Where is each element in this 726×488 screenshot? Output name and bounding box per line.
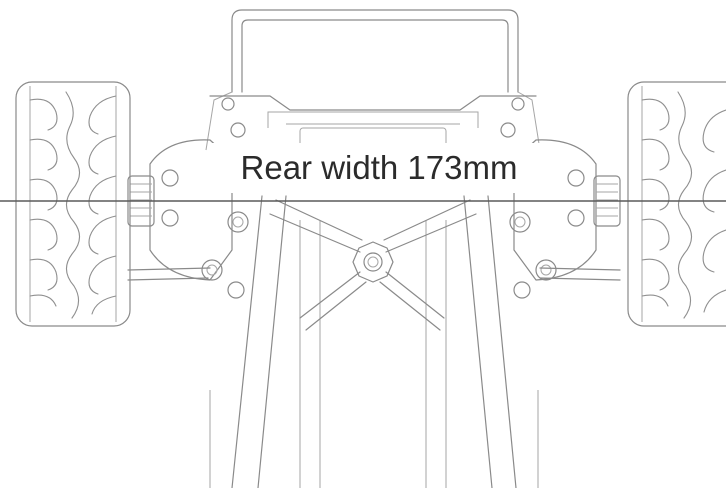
rear-width-label: Rear width 173mm	[211, 143, 547, 193]
left-rear-tire	[15, 81, 131, 327]
right-bulkhead	[500, 97, 597, 299]
chassis-frame	[209, 195, 539, 488]
right-hub	[539, 175, 621, 281]
roll-cage	[205, 9, 541, 151]
left-bulkhead	[149, 97, 249, 299]
x-brace	[269, 199, 477, 331]
center-hub	[352, 241, 394, 283]
left-hub	[127, 175, 211, 281]
right-rear-tire	[627, 81, 726, 327]
